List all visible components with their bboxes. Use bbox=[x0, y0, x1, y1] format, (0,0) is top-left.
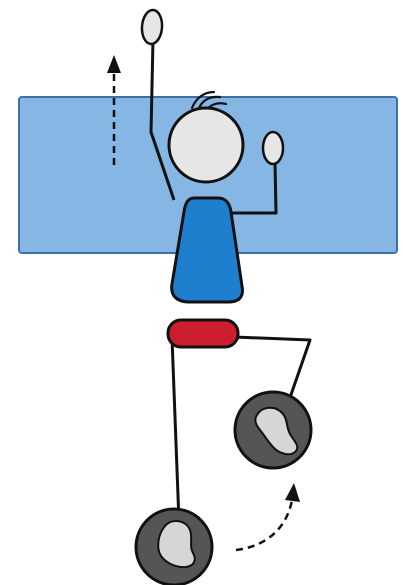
standing-leg bbox=[172, 338, 179, 522]
raised-hand bbox=[141, 9, 163, 44]
hips bbox=[168, 320, 238, 347]
head bbox=[169, 108, 243, 182]
torso bbox=[172, 198, 243, 302]
lower-foot-pad bbox=[136, 509, 212, 585]
bent-arm-hand bbox=[263, 132, 283, 164]
footprint-icon bbox=[158, 521, 195, 567]
dashed-curved-arrow-icon bbox=[236, 483, 300, 550]
upper-foot-pad bbox=[235, 392, 311, 468]
